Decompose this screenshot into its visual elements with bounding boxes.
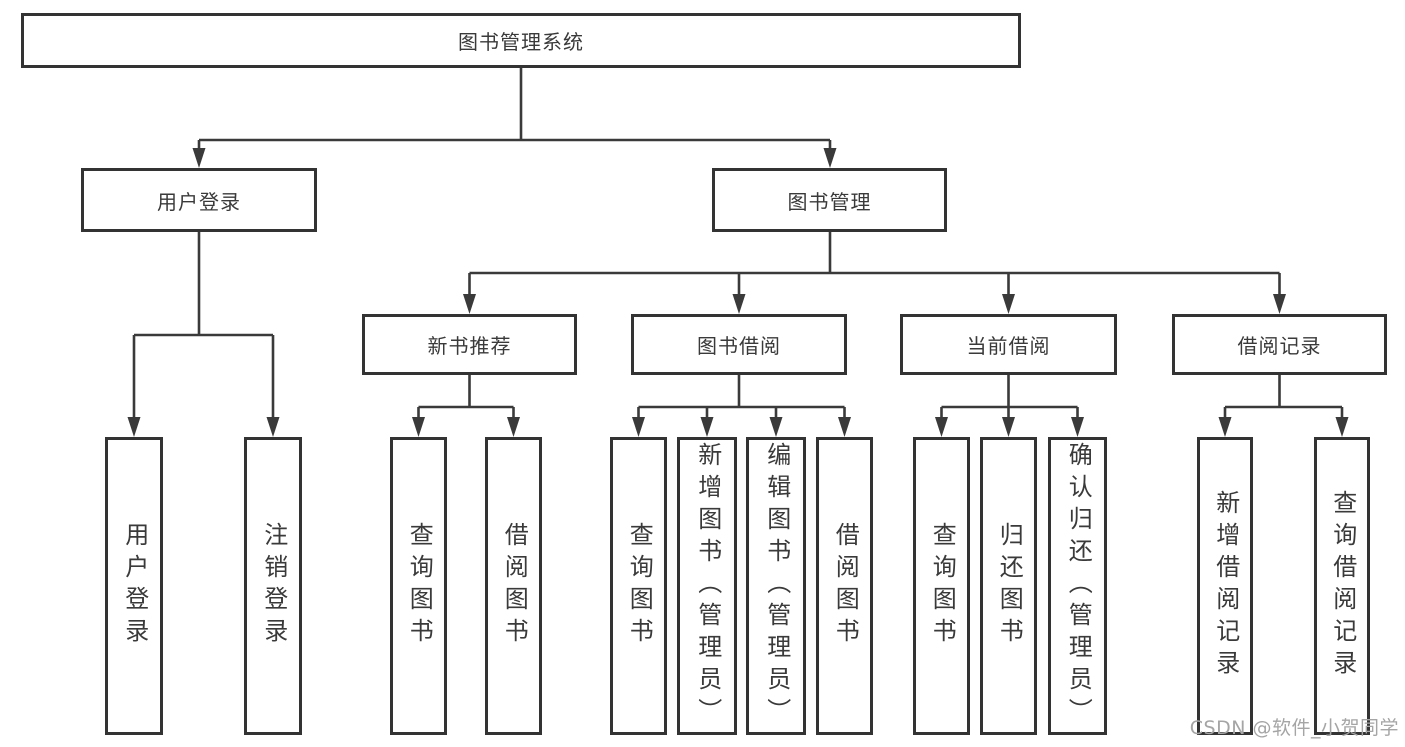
node-leaf-confirm-return-admin: 确认归还（管理员） bbox=[1048, 437, 1107, 735]
node-label: 用户登录 bbox=[157, 189, 241, 214]
node-leaf-logout: 注销登录 bbox=[244, 437, 302, 735]
node-label: 注销登录 bbox=[259, 522, 288, 650]
node-book-management: 图书管理 bbox=[712, 168, 947, 232]
node-leaf-user-login: 用户登录 bbox=[105, 437, 163, 735]
node-label: 当前借阅 bbox=[966, 334, 1051, 358]
node-leaf-query-books-borrow: 查询图书 bbox=[610, 437, 667, 735]
csdn-watermark: CSDN @软件_小贺同学 bbox=[1189, 717, 1399, 739]
node-label: 借阅记录 bbox=[1237, 334, 1322, 358]
node-label: 编辑图书（管理员） bbox=[762, 442, 791, 730]
connector-login-to-leaves bbox=[132, 232, 275, 419]
node-label: 新增借阅记录 bbox=[1211, 490, 1240, 682]
node-user-login: 用户登录 bbox=[81, 168, 317, 232]
connector-current-to-leaves bbox=[940, 375, 1079, 419]
connector-records-to-leaves bbox=[1223, 375, 1344, 419]
node-new-book-recommend: 新书推荐 bbox=[362, 314, 577, 375]
node-label: 借阅图书 bbox=[831, 522, 860, 650]
node-leaf-borrow-books-newbook: 借阅图书 bbox=[485, 437, 542, 735]
node-label: 查询借阅记录 bbox=[1328, 490, 1357, 682]
node-label: 查询图书 bbox=[625, 522, 654, 650]
node-label: 归还图书 bbox=[995, 522, 1024, 650]
node-label: 用户登录 bbox=[120, 522, 149, 650]
node-leaf-add-books-admin: 新增图书（管理员） bbox=[677, 437, 737, 735]
node-label: 借阅图书 bbox=[500, 522, 529, 650]
node-leaf-query-borrow-record: 查询借阅记录 bbox=[1314, 437, 1370, 735]
connector-newbook-to-leaves bbox=[417, 375, 515, 419]
node-label: 新增图书（管理员） bbox=[693, 442, 722, 730]
node-label: 确认归还（管理员） bbox=[1064, 442, 1093, 730]
node-leaf-query-books-newbook: 查询图书 bbox=[390, 437, 447, 735]
node-label: 图书借阅 bbox=[697, 334, 781, 358]
node-current-borrow: 当前借阅 bbox=[900, 314, 1117, 375]
node-label: 查询图书 bbox=[928, 522, 957, 650]
node-leaf-edit-books-admin: 编辑图书（管理员） bbox=[746, 437, 806, 735]
node-label: 图书管理系统 bbox=[458, 30, 584, 54]
node-leaf-add-borrow-record: 新增借阅记录 bbox=[1197, 437, 1253, 735]
node-label: 图书管理 bbox=[787, 189, 872, 214]
node-library-management-system: 图书管理系统 bbox=[21, 13, 1021, 68]
node-leaf-return-books: 归还图书 bbox=[980, 437, 1037, 735]
connector-borrow-to-leaves bbox=[637, 375, 846, 419]
node-leaf-borrow-books: 借阅图书 bbox=[816, 437, 873, 735]
node-leaf-query-books-current: 查询图书 bbox=[913, 437, 970, 735]
node-book-borrow: 图书借阅 bbox=[631, 314, 847, 375]
node-label: 查询图书 bbox=[405, 522, 434, 650]
connector-mgmt-to-level2 bbox=[468, 232, 1281, 296]
node-borrow-records: 借阅记录 bbox=[1172, 314, 1387, 375]
node-label: 新书推荐 bbox=[427, 334, 512, 358]
connector-root-to-level1 bbox=[197, 68, 832, 150]
